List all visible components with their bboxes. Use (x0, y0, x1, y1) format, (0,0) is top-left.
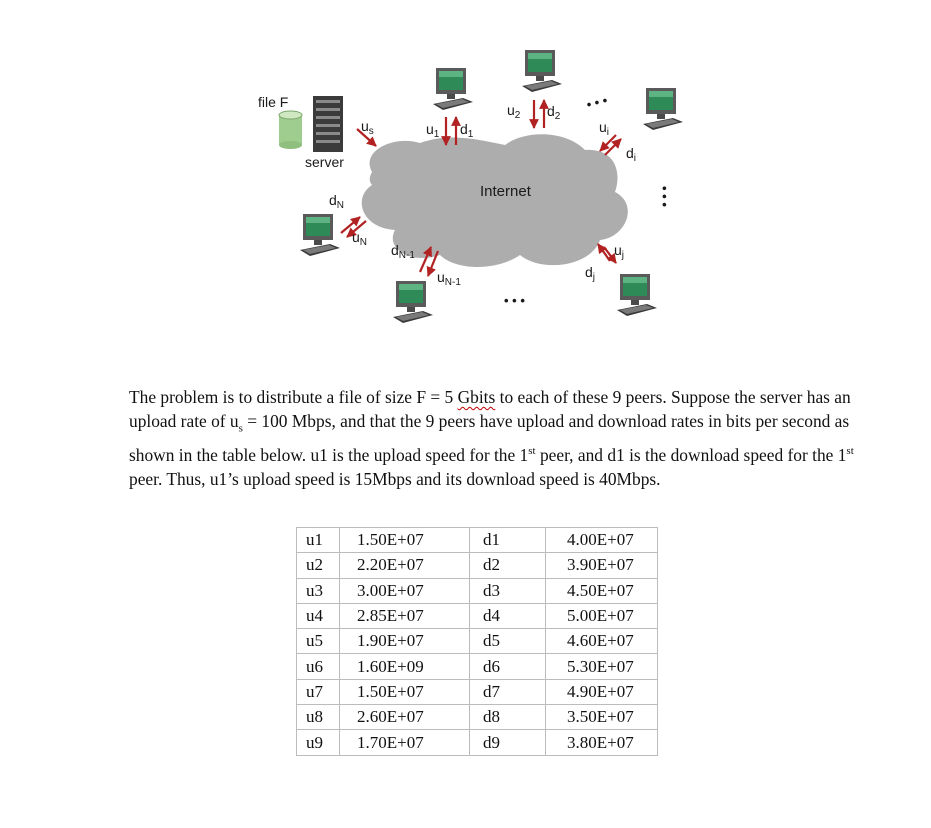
problem-statement: The problem is to distribute a file of s… (129, 386, 889, 491)
upload-rate-cell: 1.50E+07 (339, 678, 470, 706)
download-rate-cell: 3.50E+07 (545, 704, 658, 731)
svg-text:dj: dj (585, 264, 595, 283)
download-rate-cell: 5.30E+07 (545, 653, 658, 680)
peer-computer-icon (393, 281, 433, 323)
file-label: file F (258, 94, 288, 110)
upload-peer-cell: u7 (296, 678, 340, 706)
download-peer-cell: d1 (469, 526, 546, 554)
svg-text:uj: uj (614, 242, 624, 261)
download-peer-cell: d5 (469, 628, 546, 655)
download-rate-cell: 4.50E+07 (545, 577, 658, 604)
svg-text:dN: dN (329, 192, 344, 211)
upload-rate-cell: 1.70E+07 (339, 729, 470, 756)
upload-rate-cell: 1.50E+07 (339, 526, 470, 554)
upload-rate-cell: 3.00E+07 (339, 577, 470, 604)
download-peer-cell: d6 (469, 653, 546, 680)
download-rate-cell: 4.00E+07 (545, 526, 658, 554)
svg-text:u2: u2 (507, 102, 521, 121)
upload-rate-cell: 2.85E+07 (339, 602, 470, 630)
upload-peer-cell: u6 (296, 653, 340, 680)
server-icon: file F server (258, 94, 344, 170)
peer-computer-icon (300, 214, 340, 256)
upload-peer-cell: u8 (296, 704, 340, 731)
download-peer-cell: d2 (469, 552, 546, 579)
upload-rate-cell: 1.90E+07 (339, 628, 470, 655)
internet-label: Internet (480, 183, 532, 200)
svg-text:• • •: • • • (585, 92, 609, 112)
svg-text:• • •: • • • (504, 293, 525, 308)
svg-text:d1: d1 (460, 121, 474, 140)
download-rate-cell: 4.90E+07 (545, 678, 658, 706)
upload-peer-cell: u5 (296, 628, 340, 655)
svg-text:• • •: • • • (657, 186, 672, 207)
download-peer-cell: d8 (469, 704, 546, 731)
peer-computer-icon (643, 88, 683, 130)
upload-rate-cell: 2.20E+07 (339, 552, 470, 579)
download-rate-cell: 3.90E+07 (545, 552, 658, 579)
upload-peer-cell: u2 (296, 552, 340, 579)
download-peer-cell: d7 (469, 678, 546, 706)
gbits-word: Gbits (457, 387, 496, 407)
svg-text:ui: ui (599, 119, 609, 138)
svg-text:uN: uN (352, 229, 367, 248)
upload-peer-cell: u1 (296, 526, 340, 554)
download-rate-cell: 5.00E+07 (545, 602, 658, 630)
svg-text:d2: d2 (547, 103, 561, 122)
peer-computer-icon (617, 274, 657, 316)
download-rate-cell: 4.60E+07 (545, 628, 658, 655)
upload-peer-cell: u9 (296, 729, 340, 756)
peer-computer-icon (522, 50, 562, 92)
download-peer-cell: d3 (469, 577, 546, 604)
problem-paragraph: The problem is to distribute a file of s… (129, 387, 854, 489)
transfer-arrows (340, 99, 622, 277)
svg-text:uN-1: uN-1 (437, 269, 461, 288)
download-peer-cell: d9 (469, 729, 546, 756)
p2p-network-diagram: Internet file F server (258, 50, 683, 323)
upload-peer-cell: u3 (296, 577, 340, 604)
file-cylinder-icon (278, 110, 303, 149)
ellipsis-dots: • • • • • • • • • (504, 92, 672, 308)
download-peer-cell: d4 (469, 602, 546, 630)
upload-rate-cell: 2.60E+07 (339, 704, 470, 731)
internet-cloud: Internet (361, 134, 628, 268)
svg-text:di: di (626, 145, 636, 164)
peer-computer-icon (433, 68, 473, 110)
upload-rate-cell: 1.60E+09 (339, 653, 470, 680)
download-rate-cell: 3.80E+07 (545, 729, 658, 756)
server-label: server (305, 154, 344, 170)
upload-peer-cell: u4 (296, 602, 340, 630)
svg-text:u1: u1 (426, 121, 440, 140)
